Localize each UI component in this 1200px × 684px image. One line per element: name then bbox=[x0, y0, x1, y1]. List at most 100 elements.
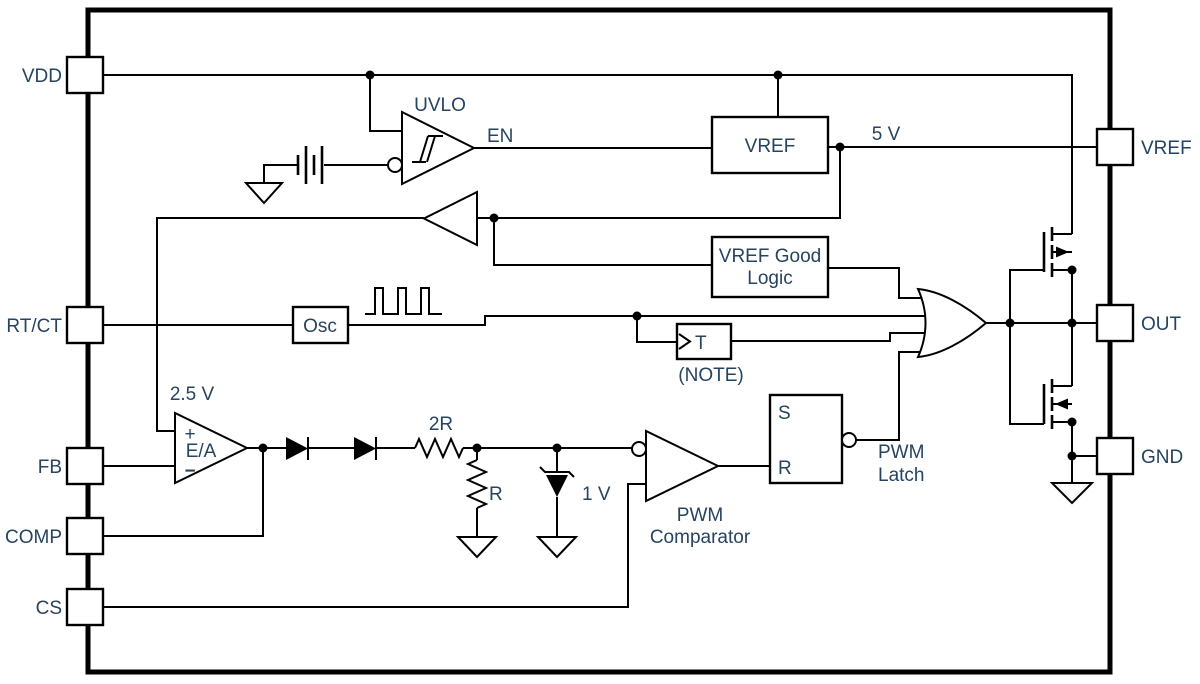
vref-good-logic-block bbox=[710, 235, 830, 299]
ground-icon-output bbox=[1049, 482, 1095, 505]
reference-buffer bbox=[421, 190, 478, 247]
diode-1 bbox=[286, 437, 309, 460]
or-gate bbox=[916, 287, 988, 359]
vref-good-label-line2: Logic bbox=[747, 268, 792, 289]
resistor-r-label: R bbox=[489, 484, 503, 505]
pwm-latch-label-line1: PWM bbox=[878, 442, 924, 463]
resistor-r bbox=[465, 459, 489, 509]
uvlo-triangle bbox=[401, 110, 477, 186]
ea-triangle bbox=[174, 411, 250, 485]
wire-clock bbox=[348, 315, 932, 326]
pin-cs bbox=[65, 587, 105, 627]
wire-vref-good-to-or bbox=[828, 267, 932, 299]
wire-vdd-to-uvlo bbox=[369, 75, 402, 132]
uvlo-comparator bbox=[387, 110, 477, 186]
high-mosfet-arrow bbox=[1056, 246, 1069, 258]
uvlo-label: UVLO bbox=[414, 95, 466, 116]
latch-output-bubble bbox=[841, 432, 857, 448]
junction-dot bbox=[489, 213, 499, 223]
zener-1v-label: 1 V bbox=[582, 484, 611, 505]
wire-t-to-or bbox=[731, 332, 932, 342]
pin-label-fb: FB bbox=[38, 457, 62, 478]
wire-vdd-rail bbox=[103, 74, 1073, 234]
pwm-comparator bbox=[631, 429, 721, 503]
ea-plus-label: + bbox=[184, 424, 195, 445]
latch-r-label: R bbox=[778, 458, 792, 479]
pulse-train bbox=[365, 287, 442, 315]
pwm-comparator-inverting-bubble bbox=[631, 441, 647, 457]
battery-symbol bbox=[296, 146, 324, 184]
junction-dot bbox=[1005, 318, 1015, 328]
note-label: (NOTE) bbox=[678, 365, 743, 386]
vref-block bbox=[710, 115, 830, 175]
t-block bbox=[675, 322, 733, 361]
pin-boxes bbox=[65, 55, 1135, 627]
junction-dot bbox=[835, 142, 845, 152]
pin-gnd bbox=[1095, 436, 1135, 476]
wire-5v-to-buffer bbox=[477, 147, 841, 219]
resistor-r-zigzag bbox=[465, 459, 489, 509]
t-clock-chevron-icon bbox=[678, 333, 692, 350]
five-v-label: 5 V bbox=[872, 124, 901, 145]
pwm-comparator-label-line2: Comparator bbox=[650, 527, 751, 548]
hysteresis-icon bbox=[412, 135, 443, 163]
pwm-comparator-triangle bbox=[645, 429, 721, 503]
pin-label-vdd: VDD bbox=[22, 66, 62, 87]
wire-comp bbox=[103, 448, 264, 537]
pin-label-comp: COMP bbox=[5, 527, 62, 548]
wire-to-vref-good-logic bbox=[493, 218, 712, 266]
pin-out bbox=[1095, 303, 1135, 343]
pin-label-gnd: GND bbox=[1141, 447, 1183, 468]
junction-dot bbox=[258, 443, 268, 453]
junction-dot bbox=[472, 443, 482, 453]
high-side-mosfet bbox=[1042, 227, 1072, 277]
ground-icon-zener bbox=[535, 536, 579, 559]
osc-label: Osc bbox=[303, 316, 337, 337]
zener-diode-1v bbox=[539, 466, 575, 497]
zener-bar bbox=[539, 466, 575, 478]
wire-battery-gnd bbox=[263, 164, 298, 183]
ea-minus-label: − bbox=[184, 461, 195, 482]
junction-dot bbox=[1067, 451, 1077, 461]
or-gate-body bbox=[916, 287, 988, 359]
wire-cs bbox=[103, 483, 646, 608]
pwm-latch-block bbox=[768, 393, 844, 485]
wire-gate-high bbox=[1009, 269, 1044, 323]
uvlo-inverting-bubble bbox=[387, 157, 403, 173]
junction-dot bbox=[552, 443, 562, 453]
latch-s-label: S bbox=[778, 403, 791, 424]
ground-icon-r bbox=[455, 536, 499, 559]
ground-symbols bbox=[243, 182, 1095, 559]
zener-body bbox=[546, 475, 568, 497]
pin-comp bbox=[65, 516, 105, 556]
wire-gate-low bbox=[1009, 323, 1044, 425]
pin-vdd bbox=[65, 55, 105, 95]
buffer-triangle-left bbox=[421, 190, 478, 247]
ref-2v5-label: 2.5 V bbox=[170, 384, 215, 405]
junction-dots bbox=[258, 70, 1077, 461]
error-amplifier bbox=[174, 411, 250, 485]
vref-block-label: VREF bbox=[745, 136, 796, 157]
pwm-latch-label-line2: Latch bbox=[878, 465, 924, 486]
pin-label-cs: CS bbox=[36, 598, 62, 619]
ground-icon-battery bbox=[243, 182, 285, 205]
en-label: EN bbox=[487, 126, 513, 147]
diode-2 bbox=[354, 437, 377, 460]
resistor-2r-zigzag bbox=[414, 436, 464, 460]
junction-dot bbox=[365, 70, 375, 80]
junction-dot bbox=[1067, 265, 1077, 275]
diode-1-body bbox=[286, 437, 308, 460]
diode-2-body bbox=[354, 437, 376, 460]
junction-dot bbox=[632, 311, 642, 321]
t-label: T bbox=[695, 333, 707, 354]
osc-block bbox=[291, 305, 350, 345]
pin-vref bbox=[1095, 127, 1135, 167]
pin-fb bbox=[65, 446, 105, 486]
low-mosfet-arrow bbox=[1055, 398, 1068, 410]
wire-latch-to-or bbox=[856, 351, 932, 441]
junction-dot bbox=[773, 70, 783, 80]
resistor-2r-label: 2R bbox=[429, 414, 453, 435]
clock-waveform-icon bbox=[365, 287, 442, 315]
